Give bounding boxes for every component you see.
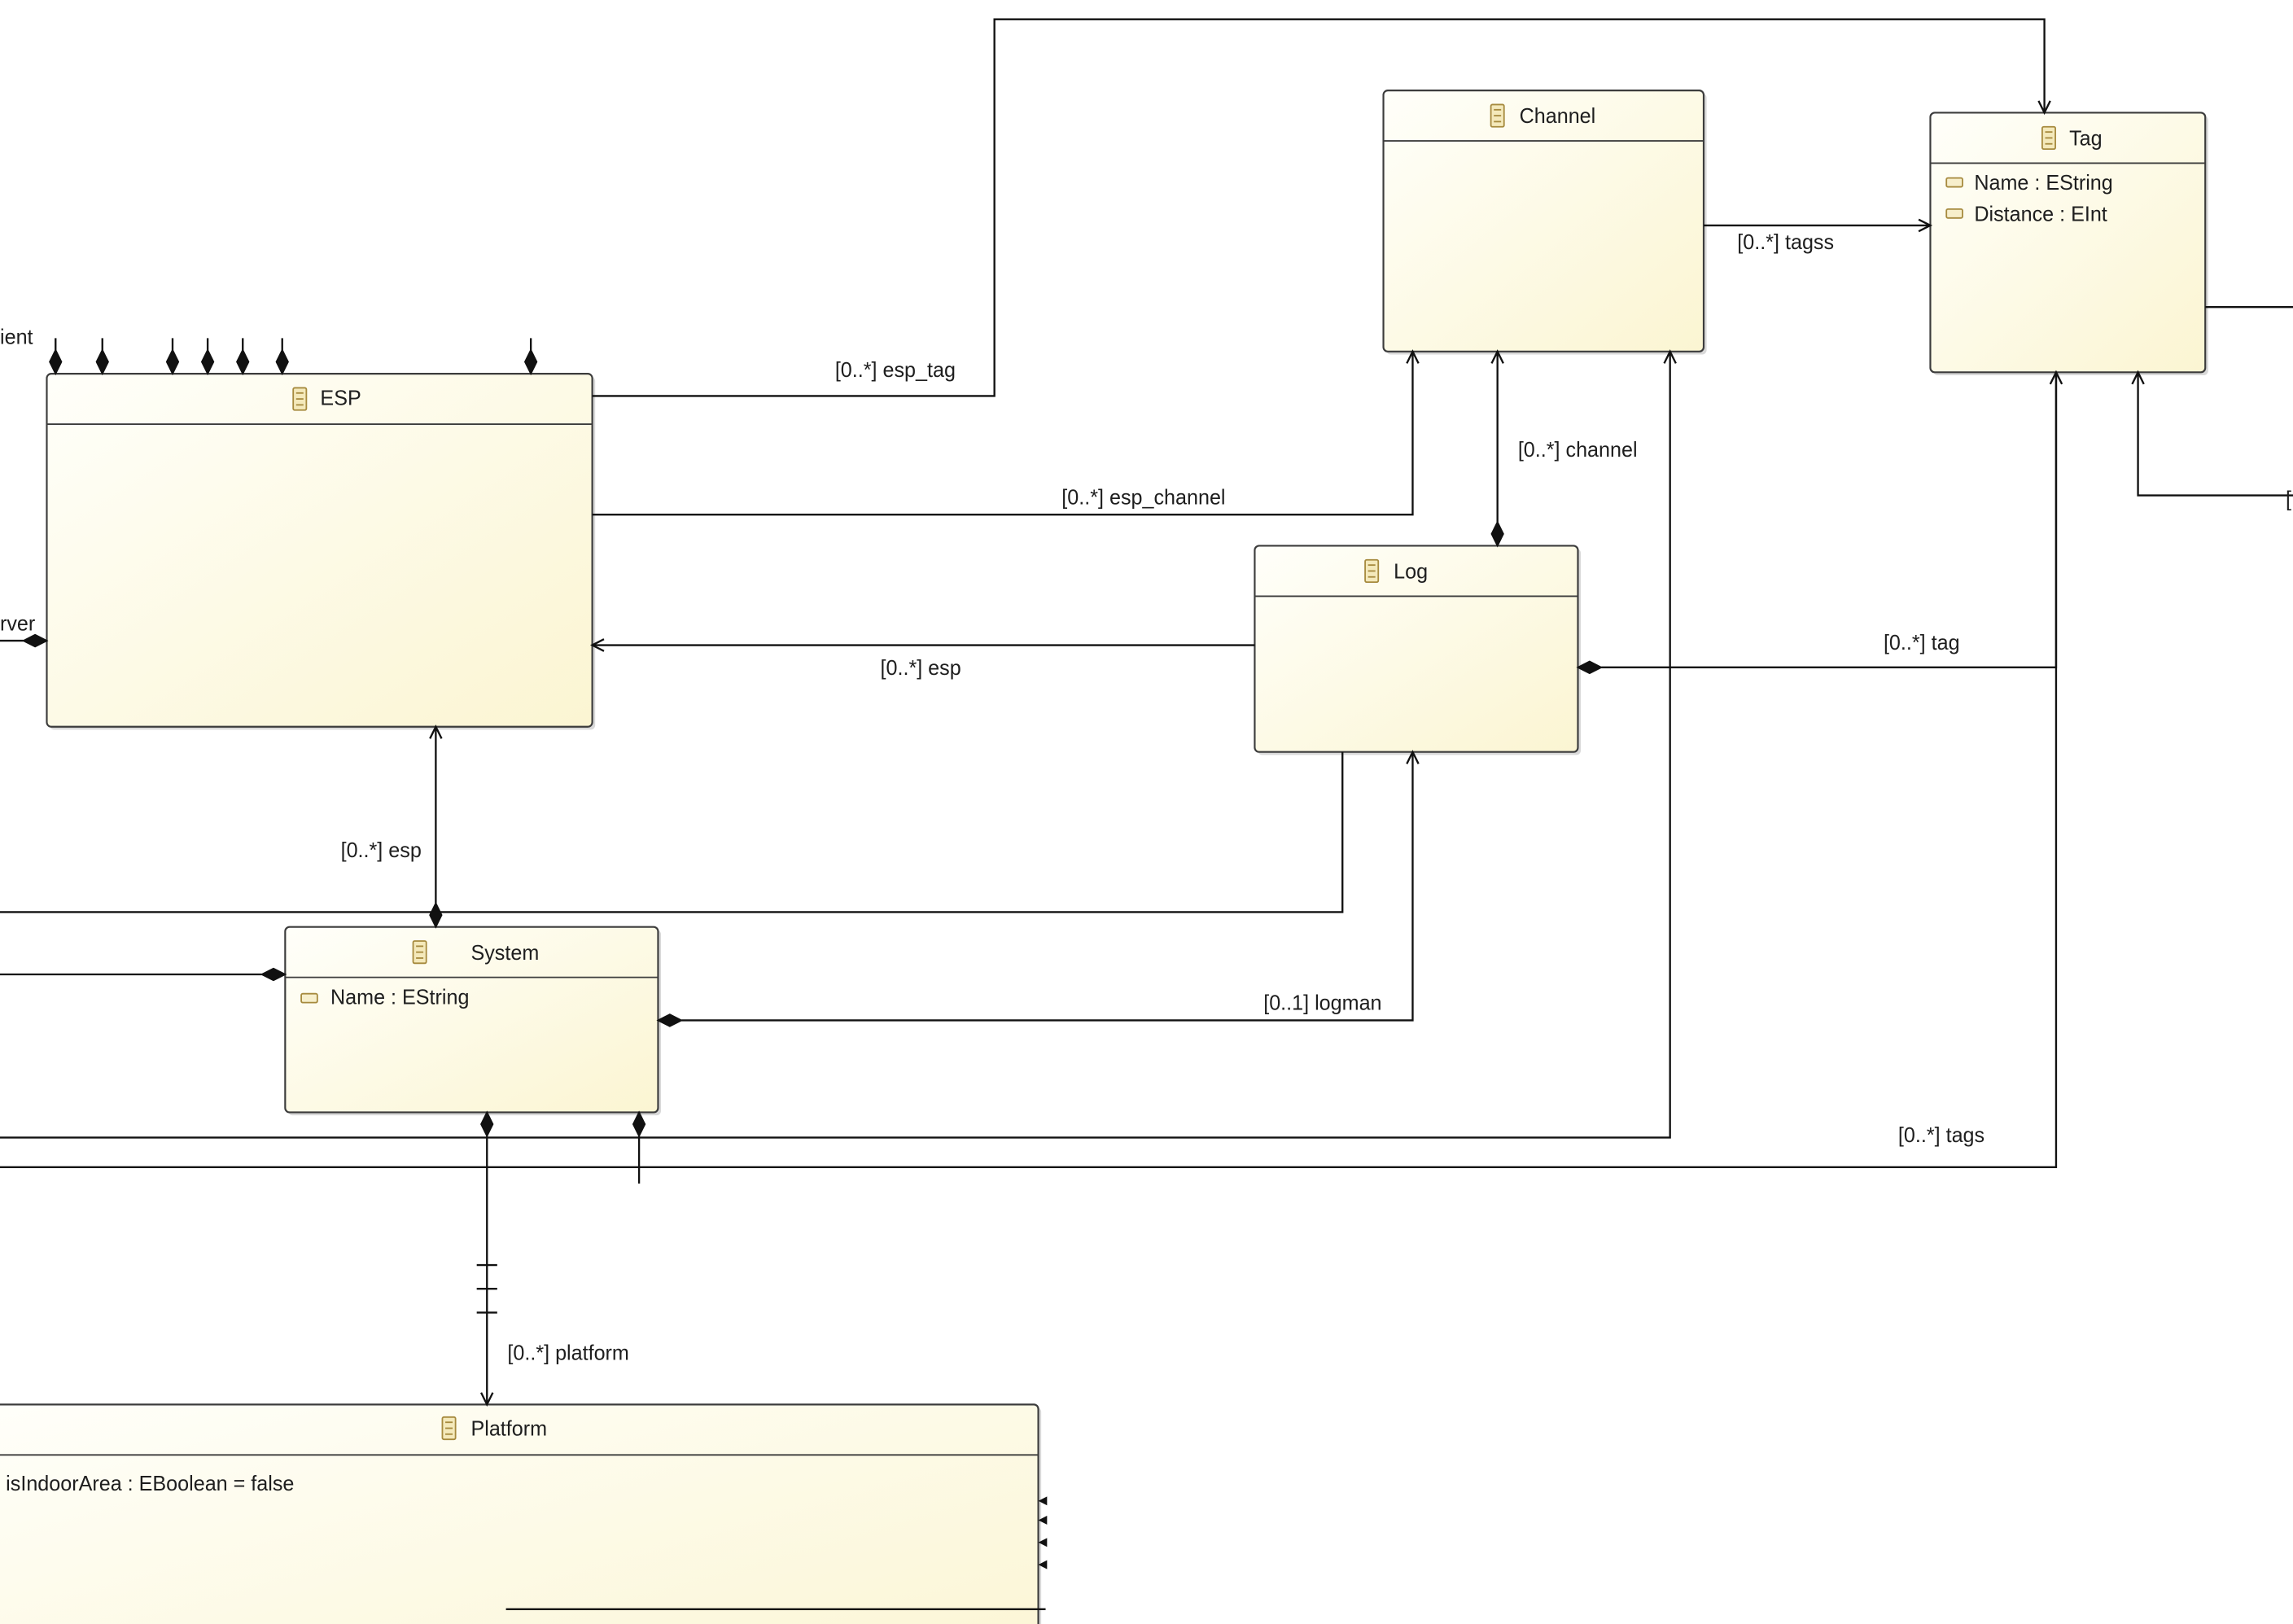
attribute-label: Name : EString [330,986,469,1009]
log-channel-reference[interactable]: [0..*] channel [1490,349,1638,548]
composition-diamond [49,348,63,376]
composition-diamond [95,348,109,376]
tag-bottom-reference[interactable]: [ [2131,370,2293,510]
log-tag-reference[interactable]: [0..*] tag [1576,370,2063,675]
esp-tag-reference[interactable]: [0..*] esp_tag [592,18,2051,397]
composition-diamond [260,967,287,982]
system-bottom-reference[interactable] [632,1110,646,1184]
tags-reference[interactable]: [0..*] tags [0,372,2058,1169]
arrowhead [1918,218,1933,233]
eclass-icon [412,940,427,965]
eattribute-icon [300,992,318,1004]
eclass-icon [292,387,308,411]
arrowhead [1406,349,1420,364]
arrowhead [1490,349,1504,364]
reference-label[interactable]: [0..*] esp_channel [1061,486,1225,509]
attribute-label: Distance : EInt [1974,203,2107,225]
attribute-row[interactable]: Name : EString [1945,172,2113,195]
attribute-row[interactable]: Name : EString [300,986,469,1009]
class-esp[interactable]: ESP [46,373,596,730]
composition-diamond [480,1110,494,1138]
esp-top-reference[interactable] [236,338,250,376]
filled-arrowhead [1038,1560,1048,1569]
attribute-row[interactable]: isIndoorArea : EBoolean = false [6,1473,294,1495]
filled-arrowhead [1038,1496,1048,1506]
composition-diamond [1490,520,1504,548]
reference-label[interactable]: [0..1] logman [1263,992,1381,1015]
esp-top-reference[interactable] [523,338,538,376]
class-name-tag: Tag [2069,127,2103,150]
composition-diamond [21,633,49,648]
reference-label[interactable]: [0..*] esp_tag [835,359,956,382]
eclass-icon [2041,125,2056,151]
class-name-system: System [470,942,539,965]
reference-label[interactable]: [0..*] tags [1898,1124,1984,1147]
log-esp-reference[interactable]: [0..*] esp [589,638,1255,680]
esp-top-reference[interactable] [165,338,180,376]
esp-top-reference[interactable] [49,338,63,376]
platform-right-references[interactable] [1038,1496,1048,1569]
composition-diamond [523,348,538,376]
class-name-platform: Platform [470,1417,547,1440]
composition-diamond [429,901,443,929]
arrowhead [2037,100,2051,116]
arrowhead [429,724,443,739]
esp-top-reference[interactable] [275,338,289,376]
filled-arrowhead [1038,1538,1048,1547]
filled-arrowhead [1038,1516,1048,1525]
class-platform[interactable]: Platform isIndoorArea : EBoolean = false [0,1403,1042,1624]
reference-label-clipped[interactable]: rver [0,612,36,635]
composition-diamond [275,348,289,376]
esp-channel-reference[interactable]: [0..*] esp_channel [592,349,1420,516]
system-platform-reference[interactable]: [0..*] platform [476,1110,629,1407]
attribute-label: Name : EString [1974,172,2112,195]
esp-top-reference[interactable] [200,338,215,376]
arrowhead [2131,370,2145,385]
reference-label[interactable]: [0..*] esp [881,657,961,680]
system-esp-reference[interactable]: [0..*] esp [341,724,443,929]
esp-top-reference[interactable] [95,338,109,376]
log-offscreen-reference[interactable] [0,751,1344,913]
composition-diamond [165,348,180,376]
eclass-icon [1490,103,1505,128]
class-name-log: Log [1394,560,1428,583]
composition-diamond [236,348,250,376]
class-system[interactable]: System Name : EString [284,926,662,1116]
offscreen-channel-reference[interactable] [0,349,1677,1139]
arrowhead [480,1392,494,1407]
arrowhead [1406,750,1420,764]
class-name-channel: Channel [1520,105,1596,128]
composition-diamond [656,1013,684,1027]
system-left-reference[interactable] [0,967,287,982]
attribute-label: isIndoorArea : EBoolean = false [6,1473,294,1495]
reference-label[interactable]: [0..*] esp [341,839,422,862]
reference-label-clipped[interactable]: [ [2286,488,2291,510]
reference-label[interactable]: [0..*] tag [1884,632,1960,654]
class-channel[interactable]: Channel [1382,90,1707,355]
composition-diamond [200,348,215,376]
reference-label[interactable]: [0..*] platform [507,1342,628,1365]
system-logman-reference[interactable]: [0..1] logman [656,750,1420,1027]
eattribute-icon [1945,208,1963,219]
reference-label-clipped[interactable]: ient [0,326,33,349]
eattribute-icon [1945,177,1963,188]
channel-tagss-reference[interactable]: [0..*] tagss [1703,218,1933,254]
arrowhead [589,638,605,652]
eclass-icon [1364,558,1380,584]
composition-diamond [1576,660,1604,675]
arrowhead [1663,349,1677,364]
reference-label[interactable]: [0..*] tagss [1737,231,1834,254]
class-log[interactable]: Log [1254,545,1582,755]
esp-top-references[interactable]: ient [0,326,538,376]
eclass-icon [441,1416,457,1441]
reference-label[interactable]: [0..*] channel [1518,439,1638,462]
class-tag[interactable]: Tag Name : EString Distance : EInt [1929,112,2208,375]
esp-left-reference[interactable]: rver [0,612,49,648]
attribute-row[interactable]: Distance : EInt [1945,203,2107,226]
composition-diamond [632,1110,646,1138]
class-name-esp: ESP [320,387,361,409]
